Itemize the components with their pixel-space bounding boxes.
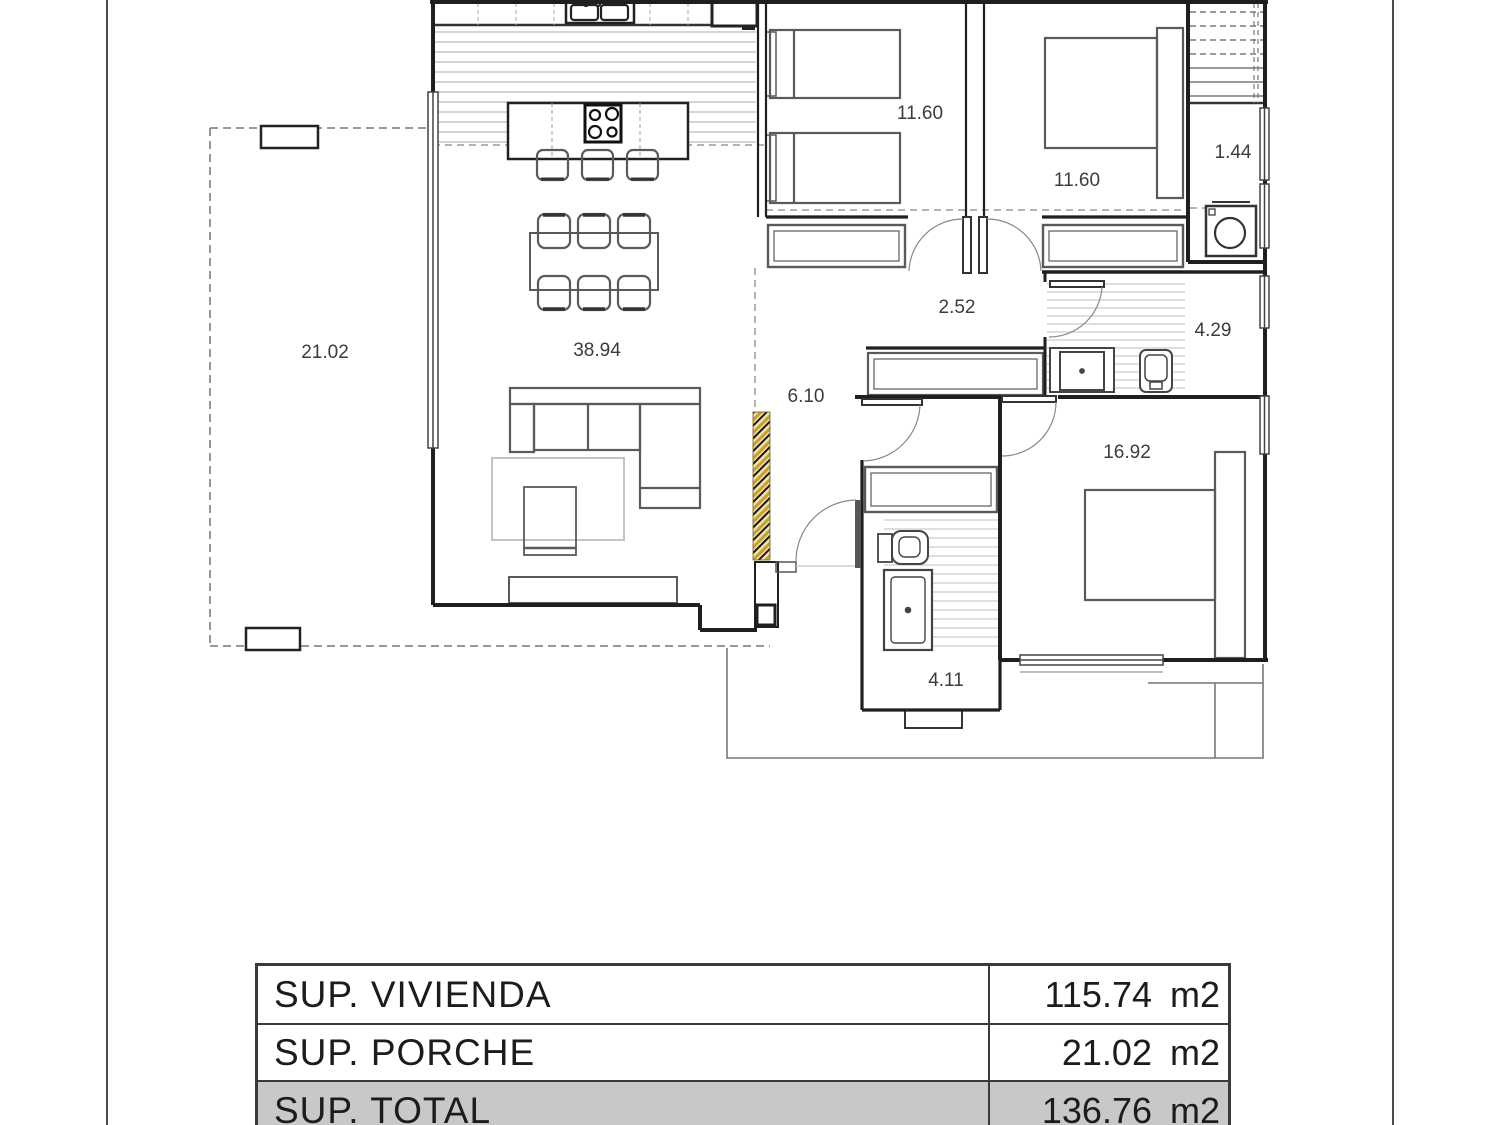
- laundry-windows: [1259, 107, 1270, 249]
- refrigerator: [710, 0, 759, 30]
- row-value: 136.76 m2: [988, 1082, 1228, 1125]
- porch-dashed-boundary: [209, 127, 770, 647]
- porch-column-bottom: [244, 626, 302, 652]
- section-hatch-wall: [752, 411, 771, 561]
- stove: [583, 103, 623, 144]
- area-value: 21.02: [1061, 1031, 1152, 1073]
- master-window-right: [1259, 395, 1270, 455]
- table-row-total: SUP. TOTAL 136.76 m2: [258, 1080, 1228, 1125]
- bathroom1-door: [1048, 280, 1105, 338]
- room-label-hall: 2.52: [939, 297, 976, 318]
- page-frame-left-line: [106, 0, 108, 1125]
- master-window-bottom: [1019, 654, 1164, 673]
- bedroom1-door: [908, 216, 972, 274]
- tv-console: [508, 576, 678, 604]
- bathroom1-window: [1259, 275, 1270, 329]
- row-value: 21.02 m2: [988, 1025, 1228, 1080]
- bathroom1-toilet: [1139, 349, 1173, 393]
- room-label-porch: 21.02: [301, 342, 349, 363]
- bar-stools: [535, 148, 660, 182]
- room-label-master: 16.92: [1103, 442, 1151, 463]
- rug: [491, 457, 625, 541]
- master-bedroom-door: [1001, 395, 1057, 457]
- coffee-table: [523, 486, 577, 556]
- kitchen-counter: [433, 3, 757, 27]
- row-label: SUP. TOTAL: [274, 1090, 492, 1125]
- room-label-living: 38.94: [573, 340, 621, 361]
- table-row: SUP. VIVIENDA 115.74 m2: [258, 966, 1228, 1023]
- room-labels: 21.02 38.94 6.10 2.52 11.60 11.60 1.44 4…: [301, 103, 1252, 691]
- dining-chairs: [536, 212, 652, 312]
- bathroom1-floor-hatch: [1047, 283, 1185, 389]
- area-unit: m2: [1169, 973, 1220, 1015]
- row-label: SUP. PORCHE: [274, 1031, 536, 1073]
- bathroom1-vanity: [1049, 347, 1115, 393]
- wardrobe-bedroom2: [1041, 223, 1185, 269]
- room-label-laundry: 1.44: [1215, 142, 1252, 163]
- room-label-corridor: 6.10: [788, 386, 825, 407]
- porch-column-top: [259, 124, 320, 150]
- bathroom2-door: [861, 398, 923, 462]
- stairs: [1190, 3, 1263, 105]
- walls: [430, 0, 1268, 729]
- front-door: [775, 499, 861, 573]
- surface-area-table: SUP. VIVIENDA 115.74 m2 SUP. PORCHE 21.0…: [255, 963, 1231, 1125]
- page-frame-right-line: [1392, 0, 1394, 1125]
- bedroom2-door: [978, 216, 1042, 274]
- washing-machine: [1204, 201, 1258, 258]
- terrace-outline: [726, 648, 1264, 759]
- area-value: 115.74: [1044, 973, 1152, 1015]
- area-value: 136.76: [1041, 1090, 1152, 1125]
- row-value: 115.74 m2: [988, 966, 1228, 1023]
- sofa: [508, 386, 702, 510]
- living-room-window: [427, 91, 439, 449]
- room-label-bedroom1: 11.60: [897, 103, 943, 124]
- shower-tray: [882, 568, 934, 652]
- corridor-closet: [866, 351, 1045, 397]
- windows: [427, 91, 1270, 673]
- bathroom2-cabinet: [863, 465, 999, 514]
- room-label-bedroom2: 11.60: [1054, 170, 1100, 191]
- dining-table: [529, 232, 659, 291]
- row-label: SUP. VIVIENDA: [274, 973, 552, 1015]
- bedroom2-bed: [1043, 26, 1185, 200]
- room-label-bath2: 4.11: [928, 670, 964, 691]
- area-unit: m2: [1169, 1090, 1220, 1125]
- roof-overhang-dashed-lines: [433, 144, 1263, 412]
- bedroom1-beds: [765, 28, 902, 205]
- doors: [775, 216, 1105, 573]
- bathroom2-toilet: [877, 530, 929, 565]
- bathroom2-floor-hatch: [884, 519, 998, 647]
- master-bed: [1083, 450, 1247, 660]
- kitchen-sink: [564, 0, 636, 25]
- area-unit: m2: [1169, 1031, 1220, 1073]
- table-row: SUP. PORCHE 21.02 m2: [258, 1023, 1228, 1080]
- wardrobe-bedroom1: [766, 223, 907, 269]
- room-label-bath1: 4.29: [1195, 320, 1232, 341]
